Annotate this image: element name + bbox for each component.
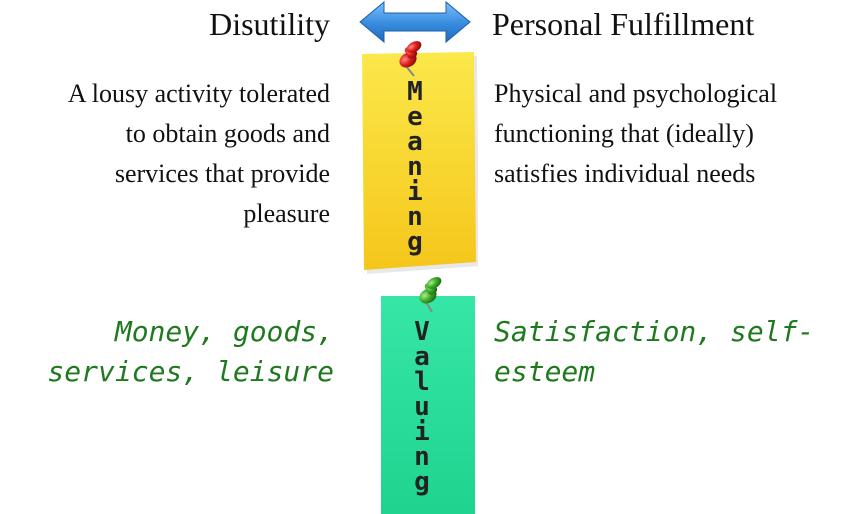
valuing-letter: V	[414, 317, 430, 347]
meaning-letter: i	[407, 177, 423, 207]
green-pushpin-icon	[419, 277, 442, 313]
description-line: A lousy activity tolerated	[67, 79, 330, 108]
valuing-sticky-note	[381, 296, 475, 514]
valuing-letter: a	[414, 342, 430, 372]
description-line: to obtain goods and	[125, 119, 330, 148]
fulfillment-description: Physical and psychological functioning t…	[494, 74, 844, 194]
valuing-letter: n	[414, 442, 430, 472]
valuing-letter: g	[414, 467, 430, 497]
meaning-vertical-label: M e a n i n g	[400, 77, 430, 257]
disutility-heading: Disutility	[209, 6, 330, 42]
double-headed-arrow-icon	[359, 0, 471, 44]
description-line: pleasure	[243, 199, 330, 228]
meaning-letter: n	[407, 202, 423, 232]
outcome-line: Satisfaction, self-	[494, 315, 815, 348]
valuing-vertical-label: V a l u i n g	[407, 317, 437, 497]
intrinsic-outcomes: Satisfaction, self- esteem	[494, 312, 814, 392]
description-line: Physical and psychological	[494, 79, 778, 108]
outcome-line: services, leisure	[47, 355, 334, 388]
meaning-letter: a	[407, 127, 423, 157]
description-line: services that provide	[114, 159, 330, 188]
description-line: functioning that (ideally)	[494, 119, 754, 148]
outcome-line: esteem	[494, 355, 596, 388]
meaning-letter: e	[407, 102, 423, 132]
valuing-letter: l	[414, 367, 430, 397]
meaning-letter: n	[407, 152, 423, 182]
disutility-description: A lousy activity tolerated to obtain goo…	[0, 74, 330, 234]
valuing-letter: u	[414, 392, 430, 422]
personal-fulfillment-heading: Personal Fulfillment	[492, 6, 755, 42]
meaning-letter: M	[407, 77, 423, 107]
description-line: satisfies individual needs	[494, 159, 756, 188]
red-pushpin-icon	[399, 41, 422, 77]
extrinsic-outcomes: Money, goods, services, leisure	[47, 312, 334, 392]
valuing-letter: i	[414, 417, 430, 447]
meaning-letter: g	[407, 227, 423, 257]
outcome-line: Money, goods,	[114, 315, 334, 348]
meaning-sticky-note	[362, 52, 478, 274]
